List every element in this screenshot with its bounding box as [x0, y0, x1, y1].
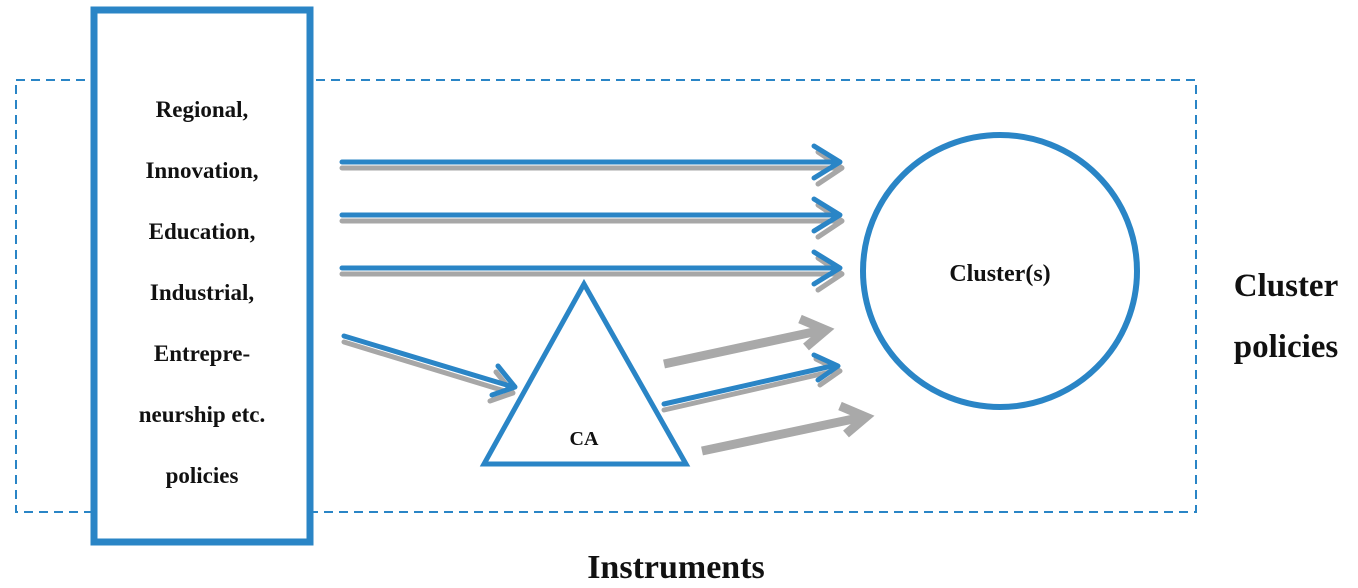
- ca-label: CA: [570, 428, 599, 450]
- policy-line-5: Entrepre-: [154, 341, 250, 366]
- policy-line-3: Education,: [149, 219, 256, 244]
- arrow-policy-to-cluster-1: [339, 143, 845, 187]
- policy-line-7: policies: [166, 463, 239, 488]
- arrow-policy-to-cluster-2: [339, 196, 845, 240]
- arrow-ca-to-cluster-blue: [661, 352, 843, 413]
- policy-line-4: Industrial,: [150, 280, 254, 305]
- instruments-label: Instruments: [587, 549, 765, 586]
- ca-triangle: [479, 278, 691, 467]
- cluster-policies-frame: [15, 79, 1197, 513]
- cluster-circle: [860, 132, 1140, 410]
- side-label-line-1: Cluster: [1234, 268, 1338, 304]
- policy-box: [90, 6, 314, 546]
- policy-line-6: neurship etc.: [139, 402, 266, 427]
- policy-line-1: Regional,: [156, 97, 249, 122]
- policy-line-2: Innovation,: [145, 158, 258, 183]
- arrow-policy-to-cluster-3: [339, 249, 845, 293]
- arrow-ca-to-cluster-gray-2: [701, 401, 875, 456]
- cluster-label: Cluster(s): [949, 261, 1050, 287]
- arrow-ca-to-cluster-gray-1: [663, 314, 835, 369]
- arrow-policy-to-ca: [341, 333, 518, 404]
- side-label-line-2: policies: [1234, 329, 1339, 365]
